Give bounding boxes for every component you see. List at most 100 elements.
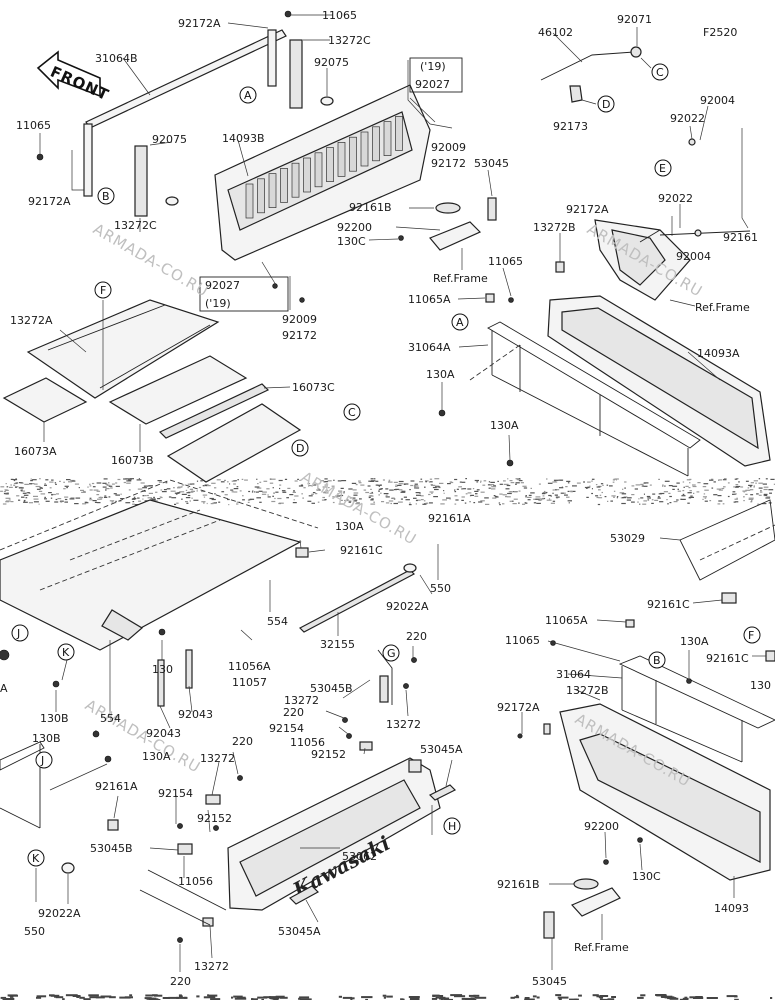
part-92027-left: 92027: [205, 279, 240, 292]
part-label: 92200: [337, 221, 372, 234]
svg-text:A: A: [244, 89, 252, 102]
part-number-labels: 92172A 11065 13272C 31064B 92075 46102 9…: [0, 9, 771, 988]
mat-16073D: [166, 403, 302, 483]
bed-frame-31064: [517, 619, 775, 763]
pins-92043: [157, 649, 193, 729]
ref-frame-right: Ref.Frame: [695, 301, 750, 314]
part-label: 220: [232, 735, 253, 748]
callout-a-top: A: [239, 86, 257, 104]
hinge-parts-lower: [139, 646, 433, 972]
svg-text:C: C: [656, 66, 664, 79]
part-label: 130: [152, 663, 173, 676]
part-label: 92161: [723, 231, 758, 244]
callout-e-right: E: [654, 159, 672, 177]
leader-lines-top-left: [39, 14, 333, 232]
watermark-3: ARMADA-CO.RU: [298, 468, 420, 549]
cargo-bed-floor: [0, 479, 319, 661]
part-label: 130: [750, 679, 771, 692]
part-label: 32155: [320, 638, 355, 651]
callout-h-mid: H: [443, 817, 461, 835]
part-label: 16073B: [111, 454, 154, 467]
part-label: 13272: [386, 718, 421, 731]
svg-text:C: C: [348, 406, 356, 419]
part-label: 92004: [700, 94, 735, 107]
part-label: 53045: [532, 975, 567, 988]
callout-f-left: F: [94, 281, 112, 299]
part-label: 13272: [284, 694, 319, 707]
part-label: 92161B: [349, 201, 392, 214]
callout-j-left: J: [11, 624, 29, 642]
part-label: 130B: [32, 732, 61, 745]
part-label: 13272C: [114, 219, 157, 232]
year-note-box-left: 92027 ('19): [199, 276, 289, 312]
part-label: 14093B: [222, 132, 265, 145]
part-label: 220: [170, 975, 191, 988]
part-label: 220: [406, 630, 427, 643]
part-label: 92172A: [497, 701, 540, 714]
part-label: 92022: [670, 112, 705, 125]
part-label: 92161C: [647, 598, 690, 611]
part-label: 550: [24, 925, 45, 938]
svg-text:G: G: [387, 647, 396, 660]
part-label: 46102: [538, 26, 573, 39]
part-92027-19: 92027: [415, 78, 450, 91]
part-label: 92172A: [566, 203, 609, 216]
svg-text:B: B: [653, 654, 661, 667]
part-label: 92152: [311, 748, 346, 761]
part-label: 550: [430, 582, 451, 595]
bed-liner-13272A: [26, 299, 220, 399]
callout-b-right: B: [648, 651, 666, 669]
svg-text:K: K: [32, 852, 40, 865]
part-label: 92161A: [95, 780, 138, 793]
part-label: 92071: [617, 13, 652, 26]
svg-text:K: K: [62, 646, 70, 659]
part-label: 11065: [322, 9, 357, 22]
part-label: 14093A: [697, 347, 740, 360]
svg-text:F: F: [748, 629, 754, 642]
svg-text:B: B: [102, 190, 110, 203]
part-label: 14093: [714, 902, 749, 915]
part-label: 92172: [282, 329, 317, 342]
part-label: 92022: [658, 192, 693, 205]
part-label: 31064: [556, 668, 591, 681]
svg-text:H: H: [448, 820, 456, 833]
part-label: 92043: [178, 708, 213, 721]
part-label: 220: [283, 706, 304, 719]
callout-k-left: K: [57, 643, 75, 661]
part-label: 130C: [632, 870, 661, 883]
part-label: 130A: [490, 419, 519, 432]
bed-frame-53029: [659, 499, 775, 662]
support-rod-46102: [540, 27, 652, 105]
part-label: 130C: [337, 235, 366, 248]
part-label: 11065: [16, 119, 51, 132]
part-label: 13272C: [328, 34, 371, 47]
tailgate-53062: Kawasaki: [227, 757, 441, 911]
mat-16073A: [2, 377, 88, 423]
part-label: 92172: [431, 157, 466, 170]
part-label: 130A: [142, 750, 171, 763]
rear-panel-14093B: [214, 84, 431, 261]
part-label: 53045A: [420, 743, 463, 756]
ref-frame-top: Ref.Frame: [433, 272, 488, 285]
part-label: 554: [267, 615, 288, 628]
part-label: 92161C: [706, 652, 749, 665]
scan-noise-band: [0, 478, 775, 506]
part-label: 92043: [146, 727, 181, 740]
tailgate-14093: [559, 703, 771, 898]
part-label: 92154: [269, 722, 304, 735]
part-label: 92009: [431, 141, 466, 154]
part-label: 92154: [158, 787, 193, 800]
part-label: 92009: [282, 313, 317, 326]
part-label: 13272B: [533, 221, 576, 234]
callout-a-mid: A: [451, 313, 469, 331]
callout-d-mid: D: [291, 439, 309, 457]
part-label: 92161B: [497, 878, 540, 891]
part-label: 11065: [488, 255, 523, 268]
part-label: 11056: [178, 875, 213, 888]
year-note-left: ('19): [205, 297, 231, 310]
rear-panel-14093A: [547, 295, 771, 467]
part-label: 53029: [610, 532, 645, 545]
part-label: 13272: [194, 960, 229, 973]
part-label: 92022A: [386, 600, 429, 613]
